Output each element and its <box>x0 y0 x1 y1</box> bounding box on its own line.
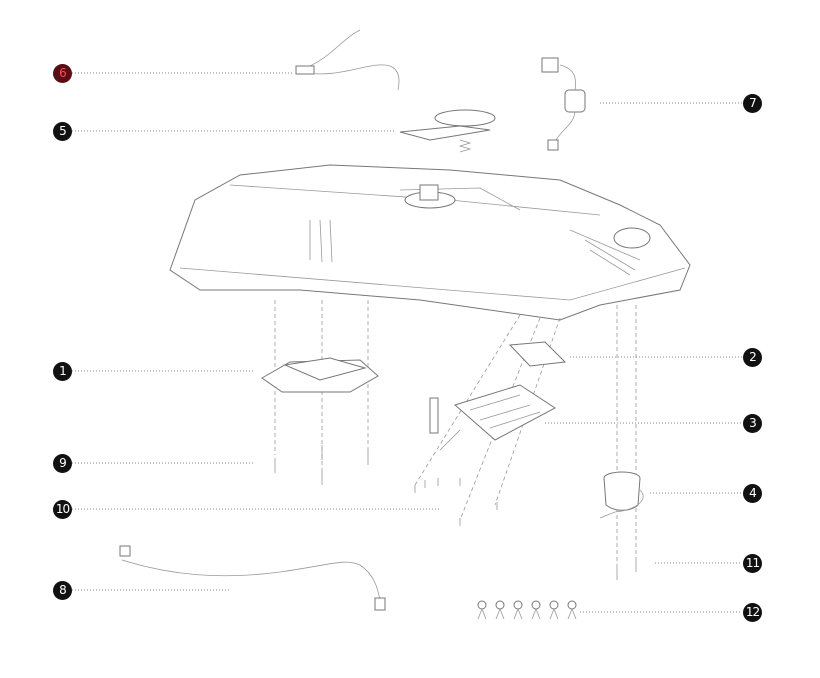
callout-6: 6 <box>53 64 72 83</box>
part-5-latch <box>399 109 496 153</box>
screws <box>274 445 637 580</box>
callout-4: 4 <box>743 484 762 503</box>
callout-2: 2 <box>743 348 762 367</box>
callout-1: 1 <box>53 362 72 381</box>
part-3-board <box>429 384 556 451</box>
leader-lines <box>72 72 742 613</box>
part-2-pad <box>508 341 567 367</box>
callout-7: 7 <box>743 94 762 113</box>
callout-5: 5 <box>53 122 72 141</box>
callout-10: 10 <box>53 500 72 519</box>
callout-11: 11 <box>743 554 762 573</box>
part-12-clips <box>477 600 577 620</box>
part-8-cable <box>119 545 386 611</box>
part-4-cup <box>599 471 644 519</box>
part-7-connector <box>541 57 586 151</box>
callout-9: 9 <box>53 454 72 473</box>
callout-8: 8 <box>53 581 72 600</box>
part-6-cable <box>295 29 400 91</box>
callout-3: 3 <box>743 414 762 433</box>
part-1-cover-plate <box>261 357 379 393</box>
main-housing <box>169 164 691 321</box>
callout-12: 12 <box>743 603 762 622</box>
